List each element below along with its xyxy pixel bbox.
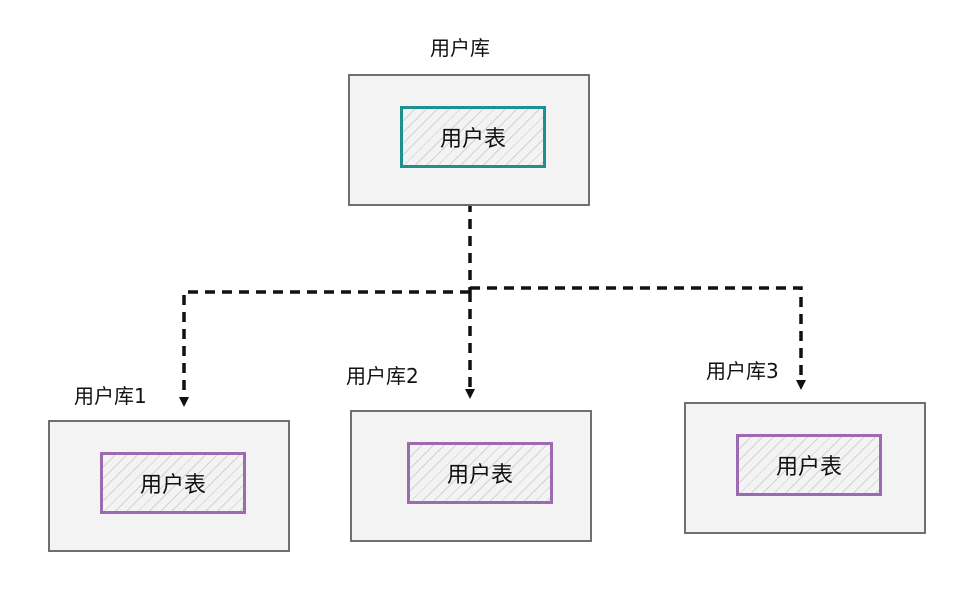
source-table-label: 用户表	[439, 127, 506, 152]
target-table-3: 用户表	[736, 434, 882, 496]
source-db-label: 用户库	[430, 36, 490, 60]
connector-to-db1	[179, 290, 470, 407]
connector-to-db3	[470, 286, 806, 390]
target-table-2: 用户表	[407, 442, 553, 504]
target-db-label-1: 用户库1	[74, 384, 147, 408]
target-db-box-2: 用户表	[350, 410, 592, 542]
target-table-label-3: 用户表	[775, 455, 842, 480]
source-db-box: 用户表	[348, 74, 590, 206]
target-table-label-2: 用户表	[446, 463, 513, 488]
source-table: 用户表	[400, 106, 546, 168]
target-db-box-1: 用户表	[48, 420, 290, 552]
target-db-label-3: 用户库3	[706, 359, 779, 383]
target-table-label-1: 用户表	[139, 473, 206, 498]
target-db-label-2: 用户库2	[346, 364, 419, 388]
target-table-1: 用户表	[100, 452, 246, 514]
target-db-box-3: 用户表	[684, 402, 926, 534]
